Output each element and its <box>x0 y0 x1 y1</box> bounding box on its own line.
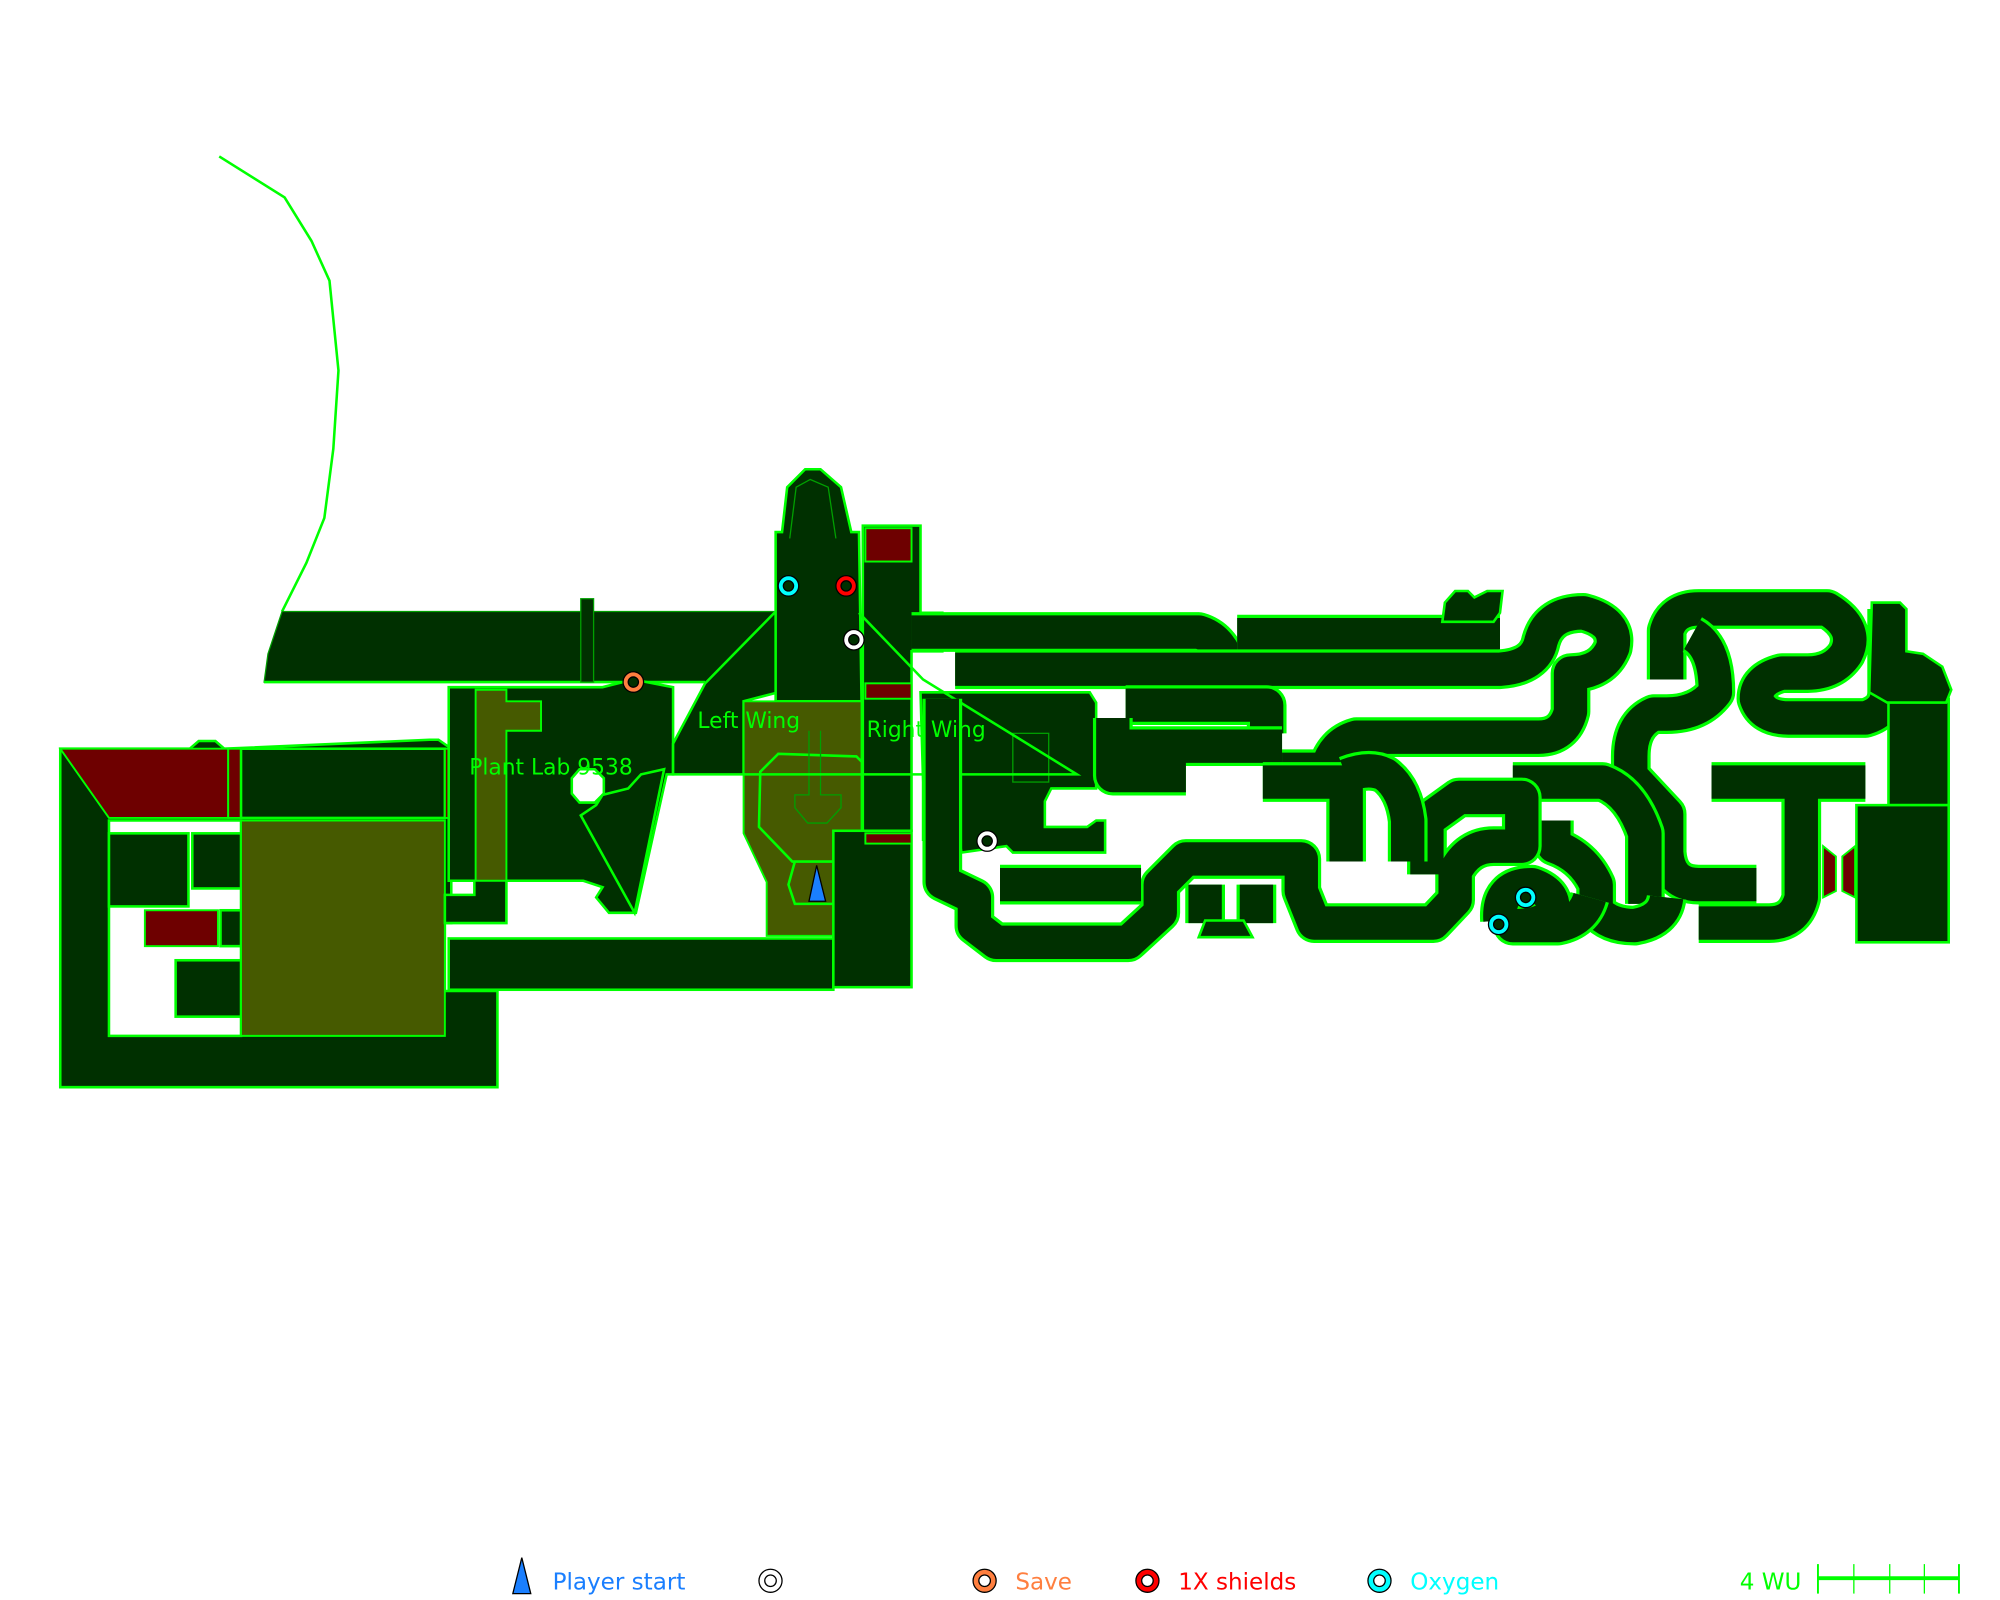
oxygen-marker[interactable] <box>777 575 800 597</box>
south-connector <box>832 829 913 989</box>
player-start-marker[interactable] <box>808 865 827 902</box>
legend-oxygen: Oxygen <box>1410 1570 1499 1596</box>
south-corridor <box>447 937 835 992</box>
boundary-line <box>218 155 340 613</box>
pillar <box>580 598 595 683</box>
legend-shields: 1X shields <box>1178 1570 1296 1596</box>
shields-icon <box>1135 1568 1160 1593</box>
save-icon <box>972 1568 997 1593</box>
scale-label: 4 WU <box>1740 1570 1802 1596</box>
legend: Player start Save 1X shields Oxygen 4 WU <box>511 1557 1960 1596</box>
shields-marker[interactable] <box>835 575 858 597</box>
generic-marker-icon <box>758 1568 783 1593</box>
label-right-wing: Right Wing <box>867 718 986 743</box>
label-plant-lab: Plant Lab 9538 <box>469 755 632 780</box>
legend-player-start: Player start <box>553 1570 686 1596</box>
label-left-wing: Left Wing <box>697 709 800 734</box>
legend-save: Save <box>1015 1570 1072 1596</box>
oxygen-marker[interactable] <box>1514 886 1537 909</box>
oxygen-icon <box>1367 1568 1392 1593</box>
oxygen-marker[interactable] <box>1487 913 1510 936</box>
right-wing-room <box>743 524 1107 855</box>
generic-marker[interactable] <box>976 830 999 852</box>
maze <box>911 589 1953 963</box>
generic-marker[interactable] <box>842 628 865 651</box>
left-wing-room <box>671 608 780 776</box>
west-complex <box>58 738 499 1089</box>
save-marker[interactable] <box>622 671 645 693</box>
plant-lab-room <box>443 678 675 925</box>
player-start-icon <box>511 1557 532 1595</box>
scale-bar <box>1816 1564 1960 1594</box>
west-hall <box>263 610 777 683</box>
